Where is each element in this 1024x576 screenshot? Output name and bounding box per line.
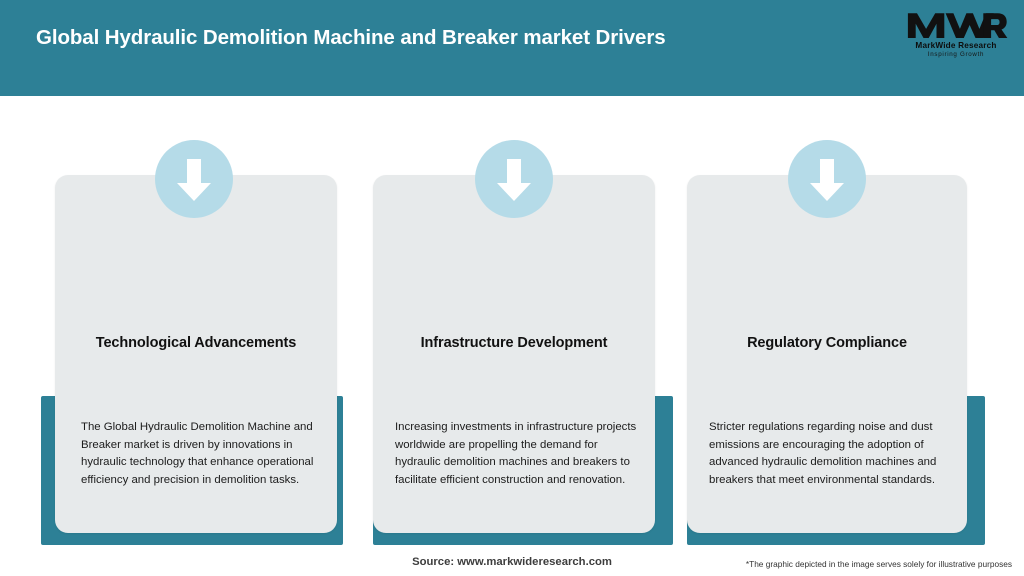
- down-arrow-glyph: [177, 159, 211, 201]
- down-arrow-icon: [155, 140, 233, 218]
- card-title: Regulatory Compliance: [747, 335, 907, 351]
- page-title: Global Hydraulic Demolition Machine and …: [36, 26, 666, 49]
- driver-card[interactable]: Regulatory Compliance Stricter regulatio…: [687, 175, 967, 533]
- driver-card-group-3: Regulatory Compliance Stricter regulatio…: [672, 96, 988, 556]
- mwr-logo-icon: [907, 13, 1008, 39]
- logo-tagline: Inspiring Growth: [927, 51, 985, 58]
- down-arrow-icon: [475, 140, 553, 218]
- driver-card[interactable]: Technological Advancements The Global Hy…: [55, 175, 337, 533]
- driver-card-group-2: Infrastructure Development Increasing in…: [358, 96, 674, 556]
- brand-logo: MarkWide Research Inspiring Growth: [902, 8, 1010, 70]
- cards-container: Technological Advancements The Global Hy…: [0, 96, 1024, 576]
- card-title: Technological Advancements: [95, 335, 297, 351]
- card-body: Increasing investments in infrastructure…: [395, 421, 637, 487]
- disclaimer-label: *The graphic depicted in the image serve…: [745, 559, 1012, 569]
- page-header: Global Hydraulic Demolition Machine and …: [0, 0, 1024, 96]
- down-arrow-glyph: [810, 159, 844, 201]
- down-arrow-glyph: [497, 159, 531, 201]
- card-body: The Global Hydraulic Demolition Machine …: [81, 421, 314, 487]
- driver-card[interactable]: Infrastructure Development Increasing in…: [373, 175, 655, 533]
- source-label: Source: www.markwideresearch.com: [412, 556, 612, 568]
- driver-card-group-1: Technological Advancements The Global Hy…: [36, 96, 352, 556]
- logo-company-name: MarkWide Research: [915, 41, 997, 50]
- card-title: Infrastructure Development: [420, 335, 608, 351]
- card-body: Stricter regulations regarding noise and…: [709, 421, 937, 487]
- down-arrow-icon: [788, 140, 866, 218]
